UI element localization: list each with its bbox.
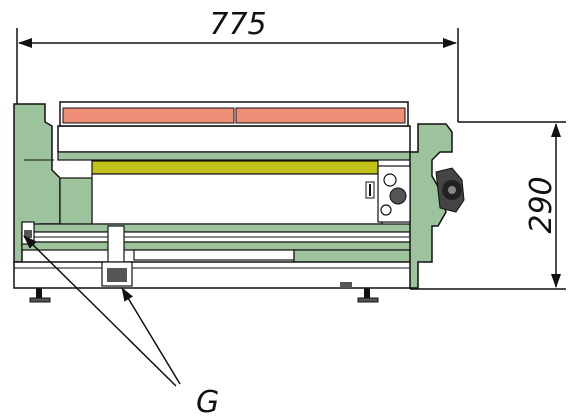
right-end-frame	[409, 123, 453, 289]
width-dimension-label: 775	[209, 7, 266, 42]
olive-guide-bar	[91, 160, 379, 175]
callout-label: G	[196, 385, 219, 419]
center-support	[107, 225, 125, 263]
inner-chamber	[91, 173, 383, 225]
left-lower-block	[59, 177, 93, 225]
callout-leader-left	[23, 235, 177, 387]
leveling-foot-right	[357, 288, 379, 303]
top-cover-right	[235, 107, 406, 124]
drive-mechanism	[365, 165, 411, 223]
height-dimension: 290	[410, 121, 566, 290]
top-cover-left	[62, 107, 235, 124]
mid-frame-band	[57, 151, 419, 161]
machine-side-view	[13, 101, 465, 303]
height-dimension-label: 290	[524, 176, 559, 233]
upper-rail	[21, 223, 419, 233]
width-dimension: 775	[16, 7, 459, 122]
callout-g: G	[23, 235, 219, 419]
lower-rail	[21, 241, 419, 251]
upper-housing	[57, 125, 411, 153]
handwheel	[435, 167, 465, 213]
callout-leader-center	[121, 287, 181, 385]
leveling-foot-left	[29, 288, 51, 303]
